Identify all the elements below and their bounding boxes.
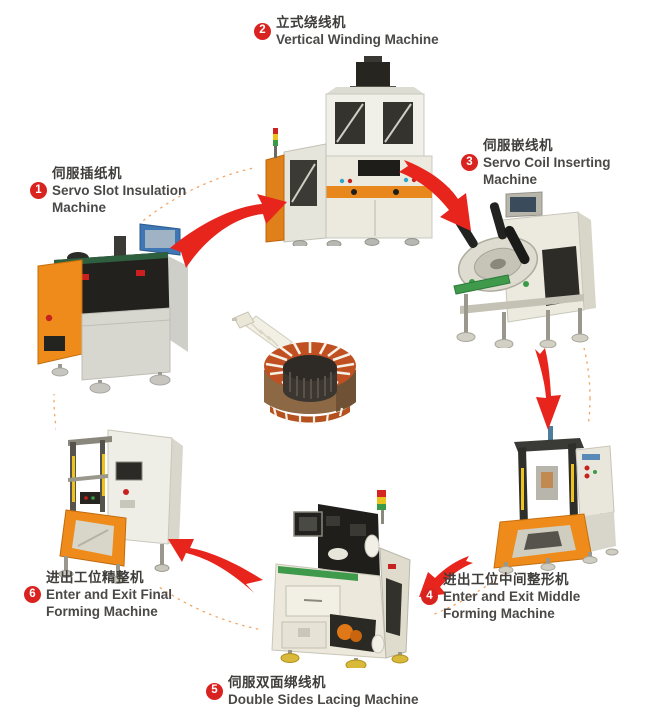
servo-coil-inserting-machine-image — [450, 190, 602, 348]
station-1-name-en: Servo Slot Insulation Machine — [52, 183, 187, 215]
servo-slot-insulation-machine-drawing — [37, 223, 188, 394]
station-1-number-badge: 1 — [30, 182, 47, 199]
station-3-number-badge: 3 — [461, 154, 478, 171]
station-6-name-zh: 进出工位精整机 — [46, 570, 144, 585]
station-label-5: 5 伺服双面绑线机 Double Sides Lacing Machine — [206, 674, 466, 708]
station-4-number-badge: 4 — [421, 588, 438, 605]
middle-forming-machine-image — [488, 426, 626, 574]
station-5-name-zh: 伺服双面绑线机 — [228, 675, 326, 690]
station-4-name-zh: 进出工位中间整形机 — [443, 572, 569, 587]
station-2-number-badge: 2 — [254, 22, 271, 40]
station-6-number-badge: 6 — [24, 586, 41, 603]
stator-center-image — [230, 310, 382, 438]
station-4-name-en: Enter and Exit Middle Forming Machine — [443, 589, 581, 621]
vertical-winding-machine-drawing — [265, 56, 433, 246]
station-label-3: 3 伺服嵌线机 Servo Coil Inserting Machine — [461, 137, 637, 188]
station-2-name-zh: 立式绕线机 — [276, 15, 346, 30]
station-label-1: 1 伺服插纸机 Servo Slot Insulation Machine — [30, 165, 200, 216]
middle-forming-machine-drawing — [493, 426, 619, 574]
station-3-name-en: Servo Coil Inserting Machine — [483, 155, 611, 187]
final-forming-machine-image — [56, 426, 198, 586]
station-1-name-zh: 伺服插纸机 — [52, 166, 122, 181]
double-sides-lacing-machine-image — [260, 486, 432, 668]
vertical-winding-machine-image — [256, 56, 446, 246]
station-label-6: 6 进出工位精整机 Enter and Exit Final Forming M… — [24, 569, 204, 620]
servo-coil-inserting-machine-drawing — [453, 191, 596, 348]
servo-slot-insulation-machine-image — [18, 222, 200, 394]
final-forming-machine-drawing — [58, 429, 183, 584]
station-6-name-en: Enter and Exit Final Forming Machine — [46, 587, 173, 619]
station-2-name-en: Vertical Winding Machine — [276, 32, 439, 47]
stator-center-drawing — [232, 311, 356, 424]
station-3-name-zh: 伺服嵌线机 — [483, 138, 553, 153]
station-label-2: 2 立式绕线机 Vertical Winding Machine — [254, 14, 474, 48]
double-sides-lacing-machine-drawing — [271, 490, 411, 668]
station-label-4: 4 进出工位中间整形机 Enter and Exit Middle Formin… — [421, 571, 621, 622]
station-5-number-badge: 5 — [206, 682, 223, 700]
station-5-name-en: Double Sides Lacing Machine — [228, 692, 419, 707]
